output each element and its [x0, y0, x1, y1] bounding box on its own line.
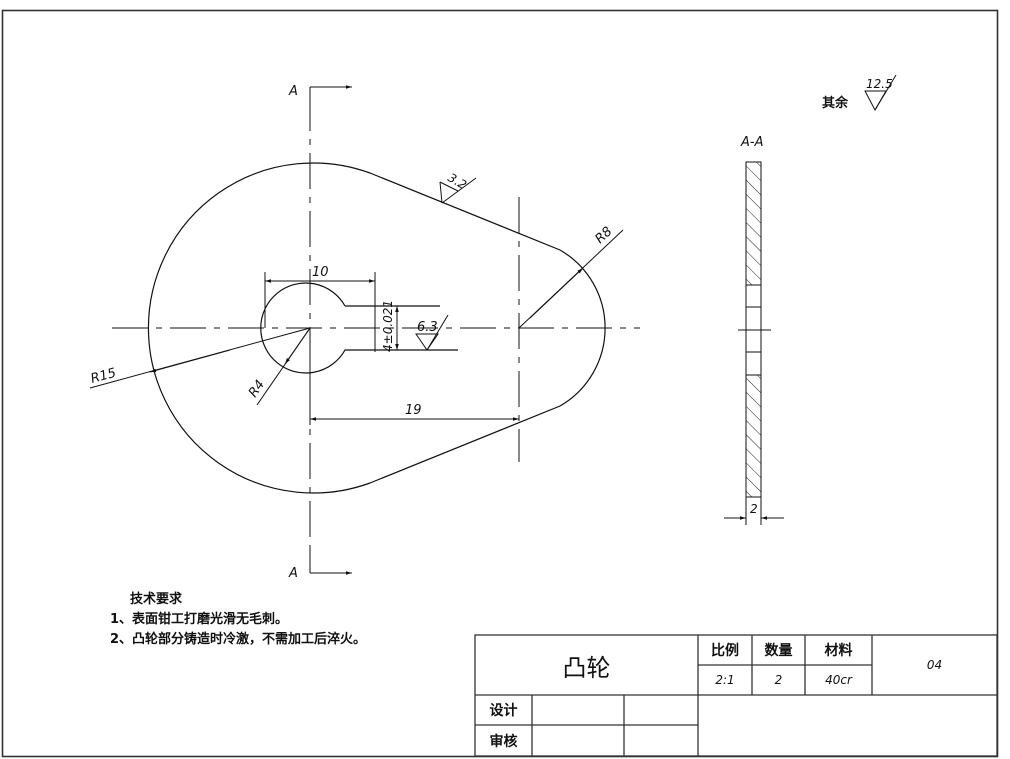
dim-10-text: 10	[312, 265, 329, 280]
svg-text:A: A	[288, 84, 298, 99]
notes-title: 技术要求	[130, 592, 183, 607]
technical-notes: 技术要求 1、表面钳工打磨光滑无毛刺。 2、凸轮部分铸造时冷激，不需加工后淬火。	[110, 590, 366, 650]
svg-text:3.2: 3.2	[446, 170, 470, 192]
note-item: 1、表面钳工打磨光滑无毛刺。	[110, 612, 289, 627]
section-view-label: A-A	[740, 135, 763, 150]
roughness-12-5-icon	[864, 74, 897, 112]
dim-4-text: 4±0.021	[381, 300, 395, 352]
svg-text:12.5: 12.5	[866, 77, 893, 91]
dim-center-distance	[309, 360, 519, 425]
svg-text:R8: R8	[592, 224, 615, 247]
section-view	[724, 161, 784, 525]
cam-outline	[147, 162, 606, 494]
svg-text:19: 19	[405, 403, 422, 418]
svg-text:A: A	[288, 566, 298, 581]
header-scale: 比例	[711, 643, 739, 659]
svg-text:R4: R4	[246, 378, 268, 401]
review-label: 审核	[489, 733, 518, 750]
other-surfaces-label: 其余	[822, 95, 849, 111]
roughness-3-2-icon	[439, 177, 477, 204]
value-scale: 2:1	[715, 673, 735, 687]
header-quantity: 数量	[764, 643, 793, 659]
svg-text:6.3: 6.3	[417, 320, 438, 335]
note-item: 2、凸轮部分铸造时冷激，不需加工后淬火。	[110, 632, 367, 647]
drawing-number: 04	[926, 658, 943, 672]
dim-keyway-height	[375, 305, 405, 350]
svg-text:R15: R15	[89, 366, 118, 387]
section-arrow-bottom	[309, 548, 352, 575]
part-name: 凸轮	[562, 653, 611, 682]
dim-keyhole-width	[264, 272, 376, 328]
design-label: 设计	[489, 703, 518, 719]
title-block-grid	[474, 634, 998, 757]
value-quantity: 2	[774, 673, 783, 687]
value-material: 40cr	[825, 673, 852, 687]
svg-text:2: 2	[750, 502, 758, 516]
header-material: 材料	[824, 643, 853, 659]
center-lines	[112, 95, 640, 560]
section-arrow-top	[309, 85, 352, 112]
roughness-6-3-icon	[415, 314, 449, 351]
